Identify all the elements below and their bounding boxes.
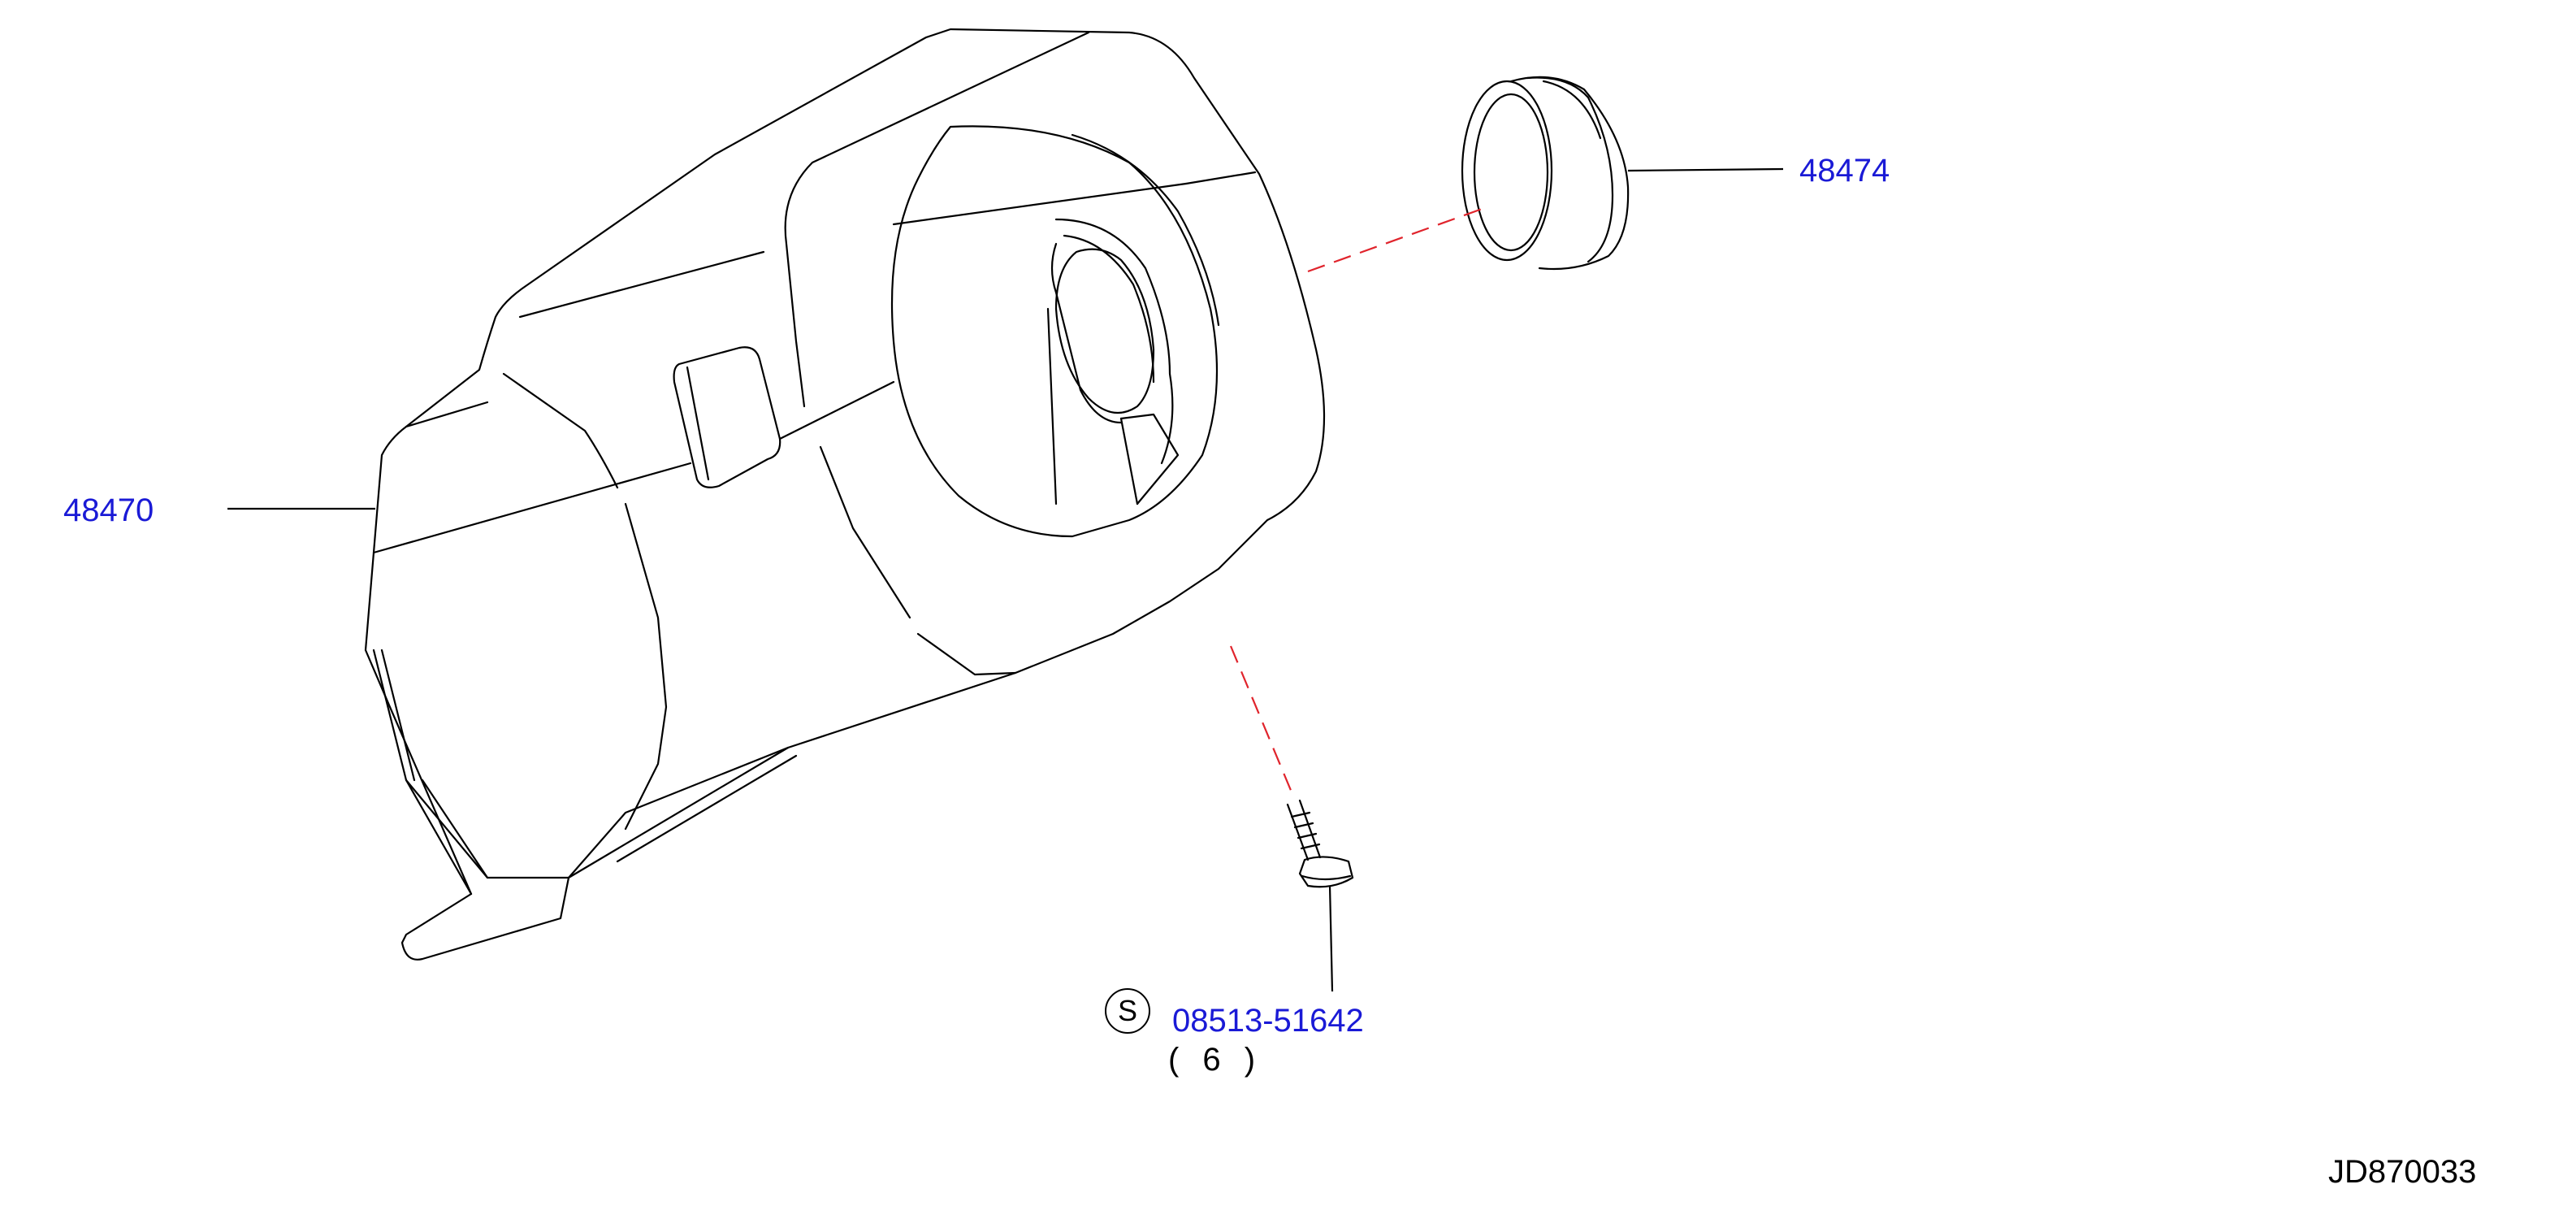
- leader-line-screw: [1328, 885, 1334, 992]
- assembly-line-screw: [1229, 645, 1293, 793]
- screw-quantity: ( 6 ): [1168, 1042, 1256, 1078]
- diagram-id: JD870033: [2328, 1154, 2477, 1190]
- callout-48470: 48470: [63, 492, 154, 528]
- leader-line-48474: [1627, 167, 1784, 172]
- ring-drawing: [1461, 76, 1630, 271]
- callout-screw-part-number: 08513-51642: [1172, 1003, 1364, 1039]
- screw-drawing: [1286, 799, 1354, 888]
- assembly-line-ring: [1307, 206, 1487, 273]
- standard-part-symbol: S: [1105, 988, 1150, 1034]
- callout-48474: 48474: [1799, 153, 1890, 189]
- column-cover-drawing: [364, 28, 1326, 961]
